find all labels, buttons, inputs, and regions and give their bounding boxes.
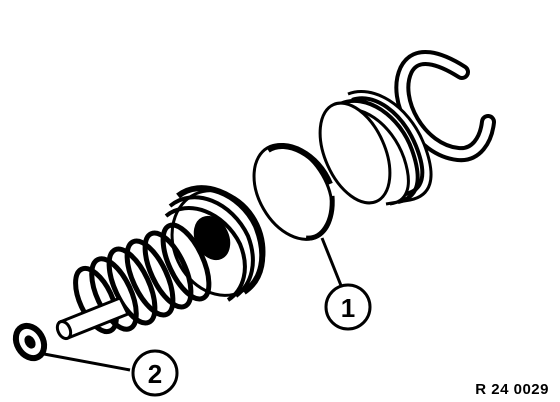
grooved-piston bbox=[318, 89, 433, 206]
callout-2: 2 bbox=[131, 349, 179, 397]
leader-line-1 bbox=[320, 237, 344, 289]
callout-1-label: 1 bbox=[341, 293, 355, 323]
small-washer bbox=[12, 322, 48, 362]
seal-ring bbox=[252, 143, 335, 241]
valve-body-assembly bbox=[55, 185, 266, 341]
callout-1-circle bbox=[324, 283, 372, 331]
figure-reference: R 24 0029 bbox=[475, 381, 549, 398]
callout-2-circle bbox=[131, 349, 179, 397]
callout-1: 1 bbox=[324, 283, 372, 331]
callout-2-label: 2 bbox=[148, 359, 162, 389]
compression-spring bbox=[73, 222, 212, 335]
leader-lines bbox=[43, 237, 344, 372]
leader-line-2 bbox=[43, 352, 131, 372]
